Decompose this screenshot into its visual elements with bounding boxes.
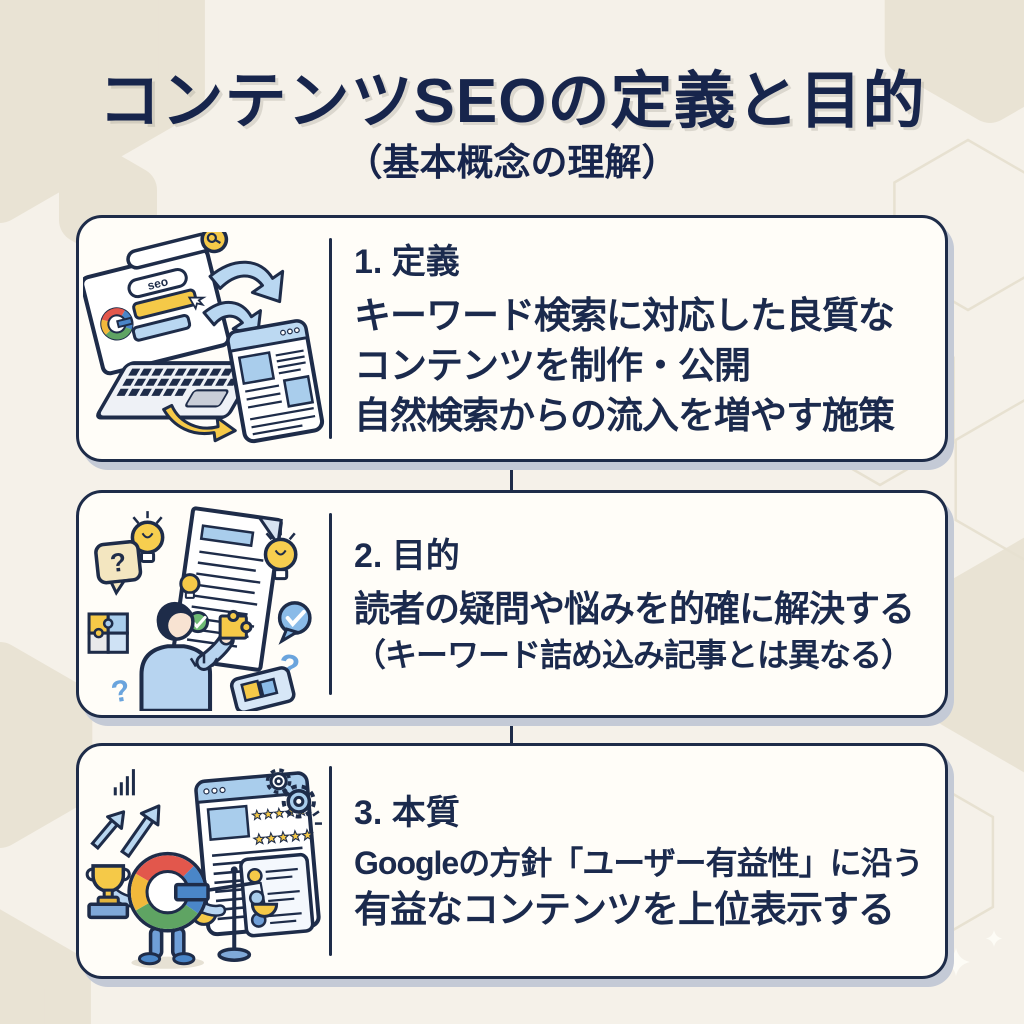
card-text-line: （キーワード詰め込み記事とは異なる） — [354, 637, 913, 674]
checklist-card-icon — [239, 853, 315, 938]
sparkle-icon — [942, 930, 1002, 976]
card-illustration: seo — [79, 218, 329, 459]
card-illustration — [79, 746, 329, 976]
card-purpose: ? — [76, 490, 948, 718]
card-text-line: 自然検索からの流入を増やす施策 — [354, 395, 895, 437]
tablet-puzzle-icon — [229, 666, 296, 711]
seo-label: seo — [146, 274, 170, 293]
result-bar — [131, 313, 192, 342]
question-bubble-icon: ? — [94, 540, 143, 597]
laptop-icon: seo — [83, 231, 231, 375]
card-heading: 1. 定義 — [354, 242, 460, 281]
keyboard-icon — [96, 360, 259, 420]
search-magnifier-icon — [126, 231, 229, 270]
lightbulb-icon — [263, 528, 298, 581]
bar-chart-icon — [113, 769, 135, 796]
card-heading: 3. 本質 — [354, 793, 460, 832]
page-subtitle: （基本概念の理解） — [345, 142, 679, 183]
card-text-line: 読者の疑問や悩みを的確に解決する — [354, 588, 915, 630]
puzzle-pieces-icon — [87, 612, 129, 654]
emphasis-lines — [189, 654, 219, 668]
reader-question-illustration: ? — [87, 506, 312, 711]
card-essence: 3. 本質 Googleの方針「ユーザー有益性」に沿う 有益なコンテンツを上位表… — [76, 743, 948, 979]
card-content: 3. 本質 Googleの方針「ユーザー有益性」に沿う 有益なコンテンツを上位表… — [332, 746, 945, 976]
card-content: 1. 定義 キーワード検索に対応した良質な コンテンツを制作・公開 自然検索から… — [332, 218, 945, 459]
connector-line — [510, 708, 513, 746]
result-page-icon — [226, 318, 325, 443]
card-text-line: Googleの方針「ユーザー有益性」に沿う — [354, 844, 924, 881]
cursor-icon — [187, 296, 207, 311]
svg-text:?: ? — [109, 547, 128, 579]
lightbulb-icon — [179, 573, 201, 599]
card-divider — [329, 513, 332, 695]
check-bubble-icon — [277, 601, 312, 645]
google-ranking-illustration — [85, 768, 322, 969]
balance-scale-icon — [190, 866, 279, 963]
highlight-bar — [132, 288, 198, 320]
puzzle-piece-icon — [218, 610, 253, 640]
page-title: コンテンツSEOの定義と目的 — [98, 67, 926, 136]
google-g-icon — [100, 306, 134, 341]
card-divider — [329, 766, 332, 956]
card-divider — [329, 238, 332, 439]
card-text-line: キーワード検索に対応した良質な — [354, 294, 895, 336]
laptop-seo-illustration: seo — [83, 231, 325, 443]
google-g-character-icon — [104, 851, 227, 966]
lightbulb-icon — [130, 511, 165, 564]
question-mark: ? — [109, 674, 133, 710]
connector-line — [510, 452, 513, 494]
card-content: 2. 目的 読者の疑問や悩みを的確に解決する （キーワード詰め込み記事とは異なる… — [332, 493, 945, 715]
seo-search-pill-icon: seo — [127, 267, 188, 298]
card-definition: seo — [76, 215, 948, 462]
card-text-line: 有益なコンテンツを上位表示する — [354, 889, 895, 931]
growth-arrow-icon — [90, 804, 161, 859]
card-heading: 2. 目的 — [354, 537, 460, 576]
card-text-line: コンテンツを制作・公開 — [354, 344, 751, 386]
trophy-icon — [85, 864, 131, 920]
card-illustration: ? — [79, 493, 329, 715]
